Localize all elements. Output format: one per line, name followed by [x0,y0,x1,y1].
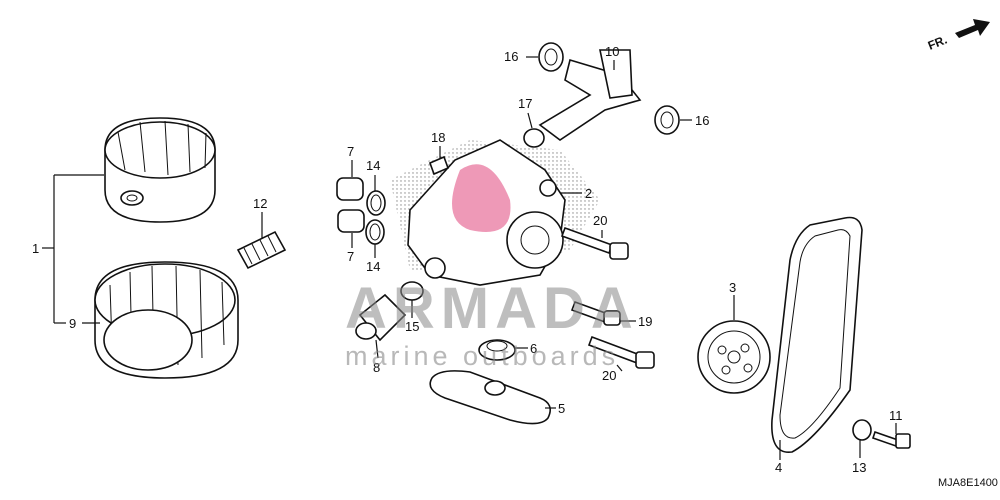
callout-labels: 1 2 3 4 5 6 7 7 8 9 10 11 12 13 14 14 15… [32,44,903,475]
callout-20-upper: 20 [593,213,607,228]
callout-7-upper: 7 [347,144,354,159]
callout-8: 8 [373,360,380,375]
pipe-o-ring-part [523,128,545,148]
watermark-brand: ARMADA [345,276,639,341]
callout-3: 3 [729,280,736,295]
callout-7-lower: 7 [347,249,354,264]
flange-bolt-parts [560,226,655,369]
sprocket-bolt-part [871,430,911,449]
strainer-seal-part [478,339,516,361]
callout-16-left: 16 [504,49,518,64]
drive-chain-part [771,216,863,453]
pump-sprocket-part [697,320,771,394]
callout-11: 11 [889,408,903,423]
front-direction-indicator: FR. [926,19,990,53]
callout-2: 2 [585,186,592,201]
callout-1: 1 [32,241,39,256]
callout-14-lower: 14 [366,259,380,274]
callout-6: 6 [530,341,537,356]
watermark: ARMADA marine outboards [345,276,639,371]
callout-4: 4 [775,460,782,475]
oil-pump-body-part [390,139,600,286]
callout-10: 10 [605,44,619,59]
callout-18: 18 [431,130,445,145]
oil-strainer-part [429,370,551,425]
oil-seal-parts [538,42,680,135]
washer-part [852,419,872,441]
callout-20-lower: 20 [602,368,616,383]
callout-14-upper: 14 [366,158,380,173]
joint-part [355,293,407,342]
oil-filter-part [94,261,239,379]
front-arrow-icon [955,19,990,38]
callout-17: 17 [518,96,532,111]
fr-label: FR. [926,33,949,53]
collar-parts [336,177,365,233]
callout-15: 15 [405,319,419,334]
callout-9: 9 [69,316,76,331]
o-ring-parts [365,190,386,245]
oil-pipe-part [538,49,642,141]
callout-12: 12 [253,196,267,211]
watermark-tagline: marine outboards [345,341,619,371]
oil-filter-cap-part [104,117,216,223]
dowel-pin-part [428,155,450,176]
threaded-stud-part [236,230,287,270]
callout-13: 13 [852,460,866,475]
callout-19: 19 [638,314,652,329]
leader-lines [42,56,897,460]
diagram-code: MJA8E1400 [938,477,998,489]
callout-5: 5 [558,401,565,416]
callout-16-right: 16 [695,113,709,128]
